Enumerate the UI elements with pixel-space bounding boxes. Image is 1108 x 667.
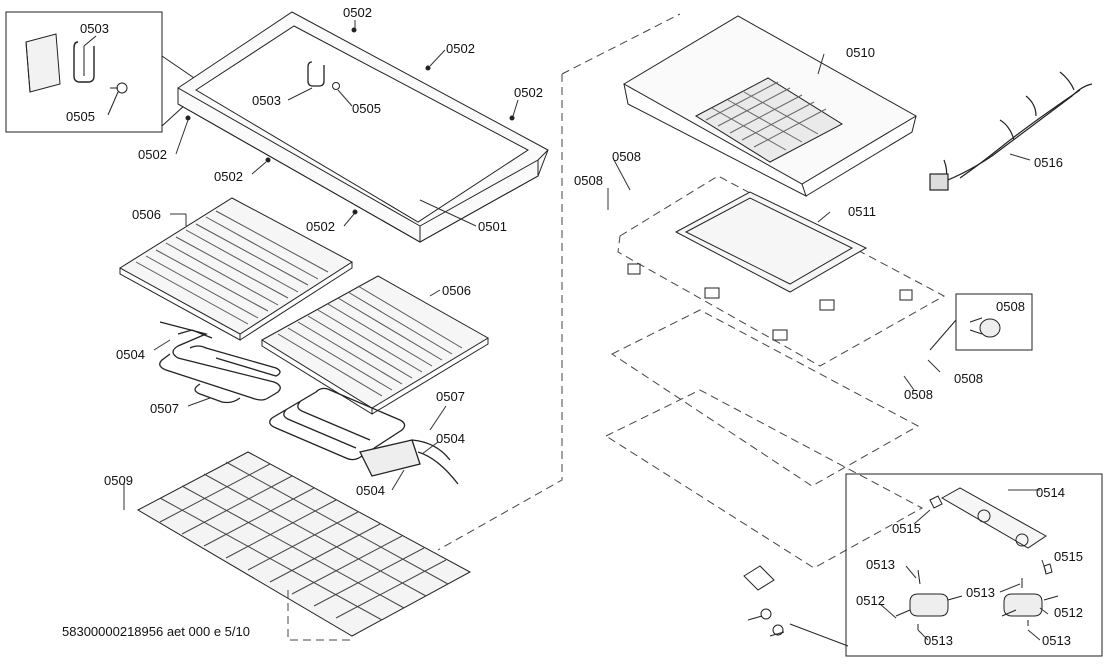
grill-plate-right [261,275,489,415]
label-0508-c: 0508 [954,371,983,386]
label-0504-right: 0504 [436,431,465,446]
label-0513-bottom-right: 0513 [1042,633,1071,648]
label-0504-bottom: 0504 [356,483,385,498]
label-0510: 0510 [846,45,875,60]
label-0507-left: 0507 [150,401,179,416]
label-0515-left: 0515 [892,521,921,536]
label-0502-far-right: 0502 [514,85,543,100]
label-0509: 0509 [104,473,133,488]
label-0505-inset: 0505 [66,109,95,124]
label-0503-inset: 0503 [80,21,109,36]
label-0512-left: 0512 [856,593,885,608]
tray-with-mesh [623,15,917,198]
label-0512-right: 0512 [1054,605,1083,620]
label-0508-d: 0508 [904,387,933,402]
label-0504-left: 0504 [116,347,145,362]
ceramic-tile-grid [136,451,472,637]
wiring-harness [929,71,1093,191]
label-0505-frame: 0505 [352,101,381,116]
thermostat-assembly-small [743,565,785,637]
label-0508-inset: 0508 [996,299,1025,314]
heating-element-right [269,387,459,485]
label-0506-left: 0506 [132,207,161,222]
grill-plate-left [119,197,353,341]
heating-element-left [159,321,281,404]
label-0508-b: 0508 [574,173,603,188]
label-0502-bottom: 0502 [306,219,335,234]
support-plate [627,191,913,341]
label-0513-bottom-left: 0513 [924,633,953,648]
inset-clip-detail [5,11,163,133]
label-0511: 0511 [848,204,876,219]
top-frame [177,11,549,243]
document-code: 58300000218956 aet 000 e 5/10 [62,624,250,639]
inset-pin-detail [955,293,1033,351]
label-0502-right: 0502 [446,41,475,56]
label-0508-a: 0508 [612,149,641,164]
dashed-connectors [287,13,946,641]
label-0502-top: 0502 [343,5,372,20]
label-0506-right: 0506 [442,283,471,298]
label-0515-right: 0515 [1054,549,1083,564]
label-0502-mid: 0502 [214,169,243,184]
label-0516: 0516 [1034,155,1063,170]
label-0501: 0501 [478,219,507,234]
label-0514: 0514 [1036,485,1065,500]
label-0507-right: 0507 [436,389,465,404]
label-0513-right: 0513 [966,585,995,600]
label-0513-left: 0513 [866,557,895,572]
label-0502-left: 0502 [138,147,167,162]
label-0503-frame: 0503 [252,93,281,108]
inset-thermostat-detail [845,473,1103,657]
inset-pointer-line-2 [789,623,849,647]
leader-lines [123,20,1049,641]
